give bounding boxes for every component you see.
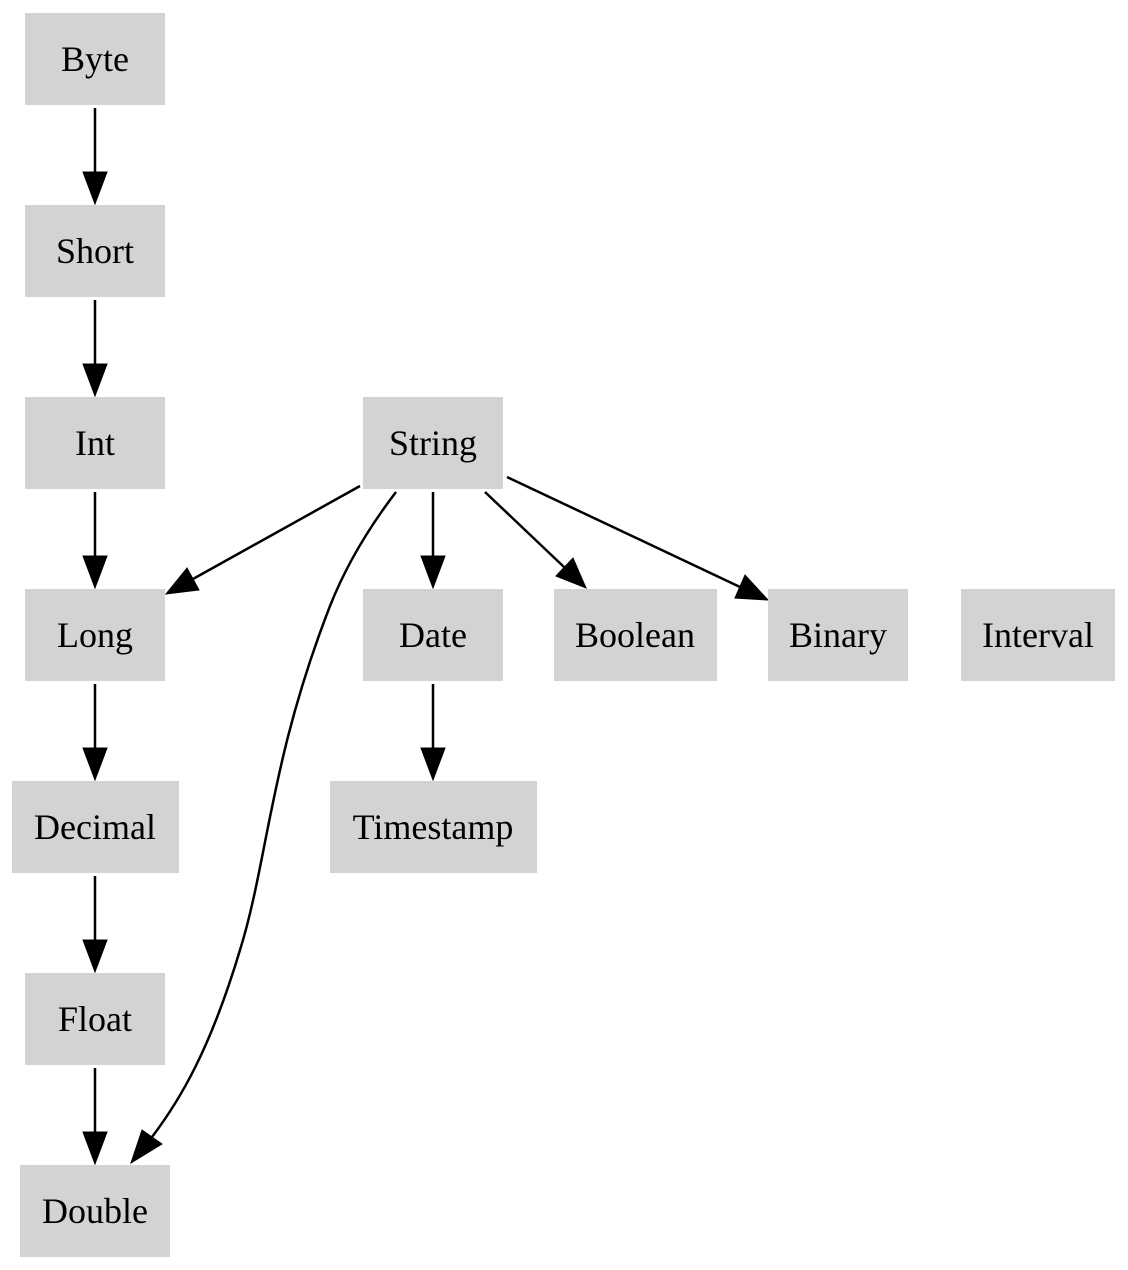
node-label: Byte: [61, 39, 129, 79]
edge-date-timestamp: [420, 684, 446, 782]
node-label: Short: [56, 231, 134, 271]
node-label: String: [389, 423, 477, 463]
edge-byte-short: [82, 108, 108, 206]
node-byte: Byte: [25, 13, 165, 105]
edge-string-double: [130, 491, 397, 1165]
nodes-layer: Byte Short Int String Long Date Boolean: [12, 13, 1115, 1257]
edge-string-boolean: [484, 491, 587, 589]
node-int: Int: [25, 397, 165, 489]
node-label: Boolean: [575, 615, 695, 655]
node-box: [363, 589, 503, 681]
node-decimal: Decimal: [12, 781, 179, 873]
edge-int-long: [82, 492, 108, 590]
edges-layer: [82, 108, 770, 1166]
node-label: Long: [57, 615, 133, 655]
node-label: Binary: [789, 615, 887, 655]
node-label: Float: [58, 999, 132, 1039]
edge-string-date: [420, 492, 446, 590]
node-box: [330, 781, 537, 873]
node-box: [961, 589, 1115, 681]
edge-short-int: [82, 300, 108, 398]
node-label: Decimal: [34, 807, 156, 847]
node-box: [363, 397, 503, 489]
node-box: [25, 973, 165, 1065]
node-label: Interval: [982, 615, 1094, 655]
node-label: Double: [42, 1191, 148, 1231]
edge-long-decimal: [82, 684, 108, 782]
node-boolean: Boolean: [554, 589, 717, 681]
node-box: [25, 397, 165, 489]
node-box: [25, 205, 165, 297]
node-binary: Binary: [768, 589, 908, 681]
node-double: Double: [20, 1165, 170, 1257]
node-interval: Interval: [961, 589, 1115, 681]
node-box: [554, 589, 717, 681]
node-box: [768, 589, 908, 681]
node-label: Int: [75, 423, 115, 463]
edge-decimal-float: [82, 876, 108, 974]
node-box: [25, 13, 165, 105]
node-long: Long: [25, 589, 165, 681]
node-box: [25, 589, 165, 681]
node-box: [12, 781, 179, 873]
edge-string-long: [164, 484, 361, 595]
node-label: Date: [399, 615, 467, 655]
node-label: Timestamp: [353, 807, 514, 847]
node-string: String: [363, 397, 503, 489]
node-timestamp: Timestamp: [330, 781, 537, 873]
edge-string-binary: [506, 475, 770, 601]
node-float: Float: [25, 973, 165, 1065]
node-box: [20, 1165, 170, 1257]
edge-float-double: [82, 1068, 108, 1166]
node-short: Short: [25, 205, 165, 297]
node-date: Date: [363, 589, 503, 681]
